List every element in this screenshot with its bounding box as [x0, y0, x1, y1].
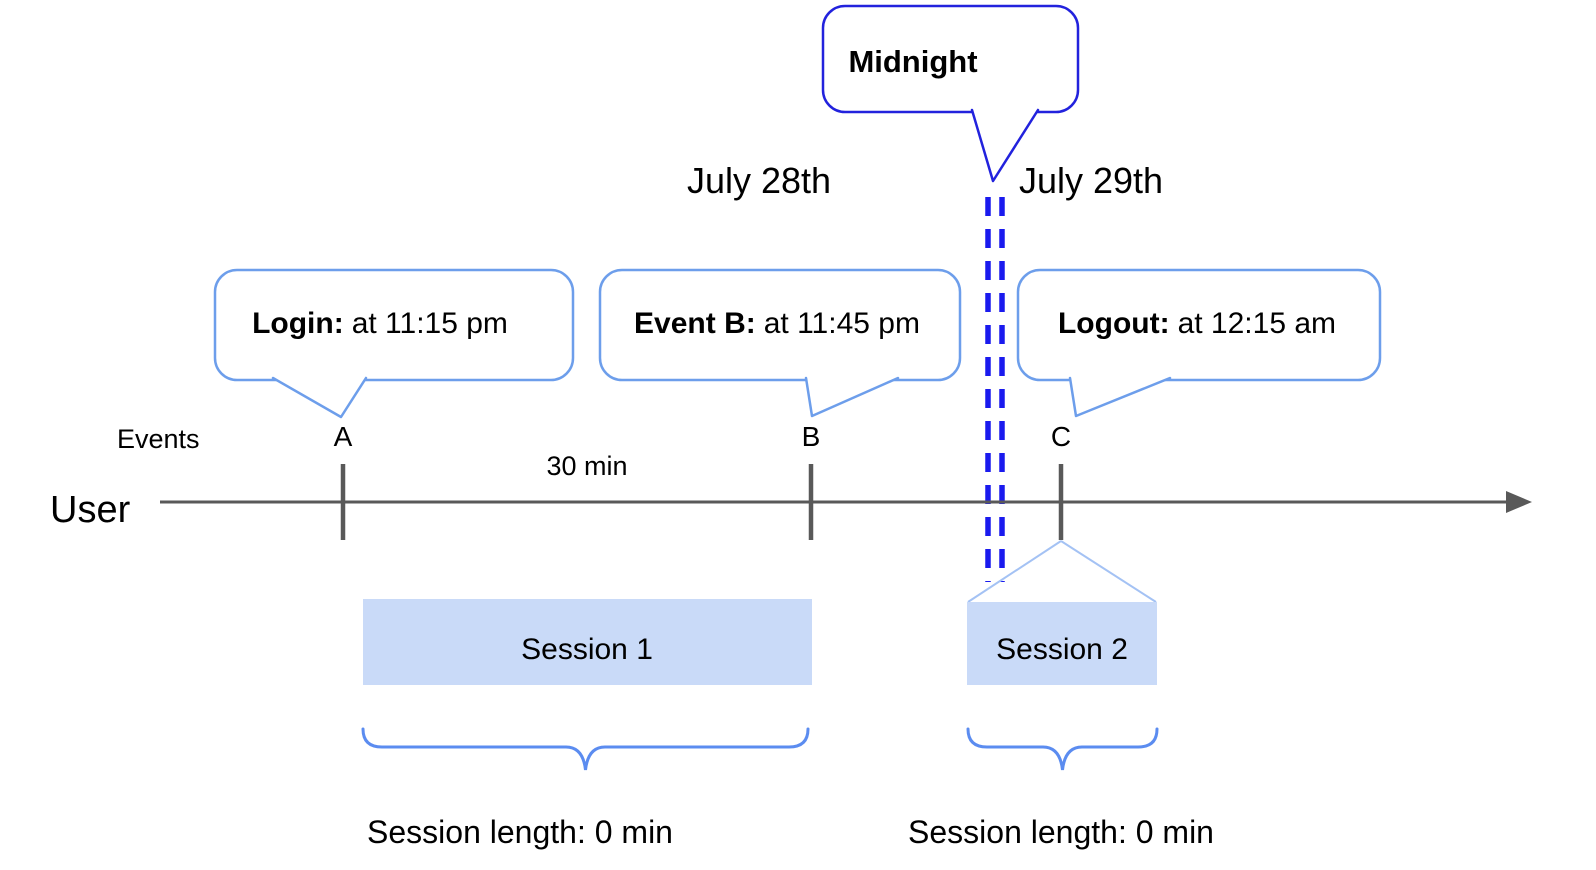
- event-marker-b: B: [802, 421, 821, 452]
- session-2-brace: [966, 727, 1159, 771]
- events-row-label: Events: [117, 424, 200, 454]
- midnight-callout-tail: [970, 108, 1040, 183]
- logout-callout-bubble: [1016, 268, 1382, 382]
- session-1-length-label: Session length: 0 min: [367, 814, 673, 850]
- session-2-bar: Session 2: [967, 602, 1157, 685]
- session-2-rect: [967, 602, 1157, 685]
- session-2-fan-line-right: [1060, 540, 1157, 603]
- login-callout-prefix: Login:: [252, 307, 344, 340]
- midnight-callout: Midnight: [821, 4, 1080, 183]
- date-label-july-28: July 28th: [687, 160, 831, 201]
- logout-callout-tail: [1068, 376, 1172, 418]
- date-label-july-29: July 29th: [1019, 160, 1163, 201]
- login-callout: Login:at 11:15 pm: [213, 268, 575, 419]
- event-b-callout: Event B:at 11:45 pm: [598, 268, 962, 418]
- timeline-arrowhead-icon: [1506, 491, 1532, 513]
- midnight-callout-label: Midnight: [848, 44, 977, 79]
- event-marker-c: C: [1051, 421, 1071, 452]
- user-row-label: User: [50, 489, 131, 531]
- logout-callout-prefix: Logout:: [1058, 307, 1170, 340]
- event-b-callout-detail: at 11:45 pm: [764, 307, 920, 340]
- event-b-callout-prefix: Event B:: [634, 307, 756, 340]
- login-callout-bubble: [213, 268, 575, 382]
- session-2-fan-line-left: [967, 540, 1062, 603]
- event-b-callout-bubble: [598, 268, 962, 382]
- interval-label-30-min: 30 min: [546, 451, 627, 481]
- timeline-axis: [160, 464, 1532, 540]
- session-1-rect: [363, 599, 812, 685]
- logout-callout-label: Logout:at 12:15 am: [1058, 307, 1336, 340]
- midnight-callout-bubble: [821, 4, 1080, 114]
- event-b-callout-label: Event B:at 11:45 pm: [634, 307, 920, 340]
- logout-callout: Logout:at 12:15 am: [1016, 268, 1382, 418]
- login-callout-label: Login:at 11:15 pm: [252, 307, 508, 340]
- logout-callout-detail: at 12:15 am: [1178, 307, 1336, 340]
- session-2-length-label: Session length: 0 min: [908, 814, 1214, 850]
- session-1-label: Session 1: [521, 633, 653, 666]
- event-b-callout-tail: [804, 376, 900, 418]
- session-1-brace: [361, 727, 810, 771]
- event-marker-a: A: [334, 421, 353, 452]
- session-1-bar: Session 1: [363, 599, 812, 685]
- session-2-label: Session 2: [996, 633, 1128, 666]
- login-callout-detail: at 11:15 pm: [352, 307, 508, 340]
- login-callout-tail: [271, 376, 368, 419]
